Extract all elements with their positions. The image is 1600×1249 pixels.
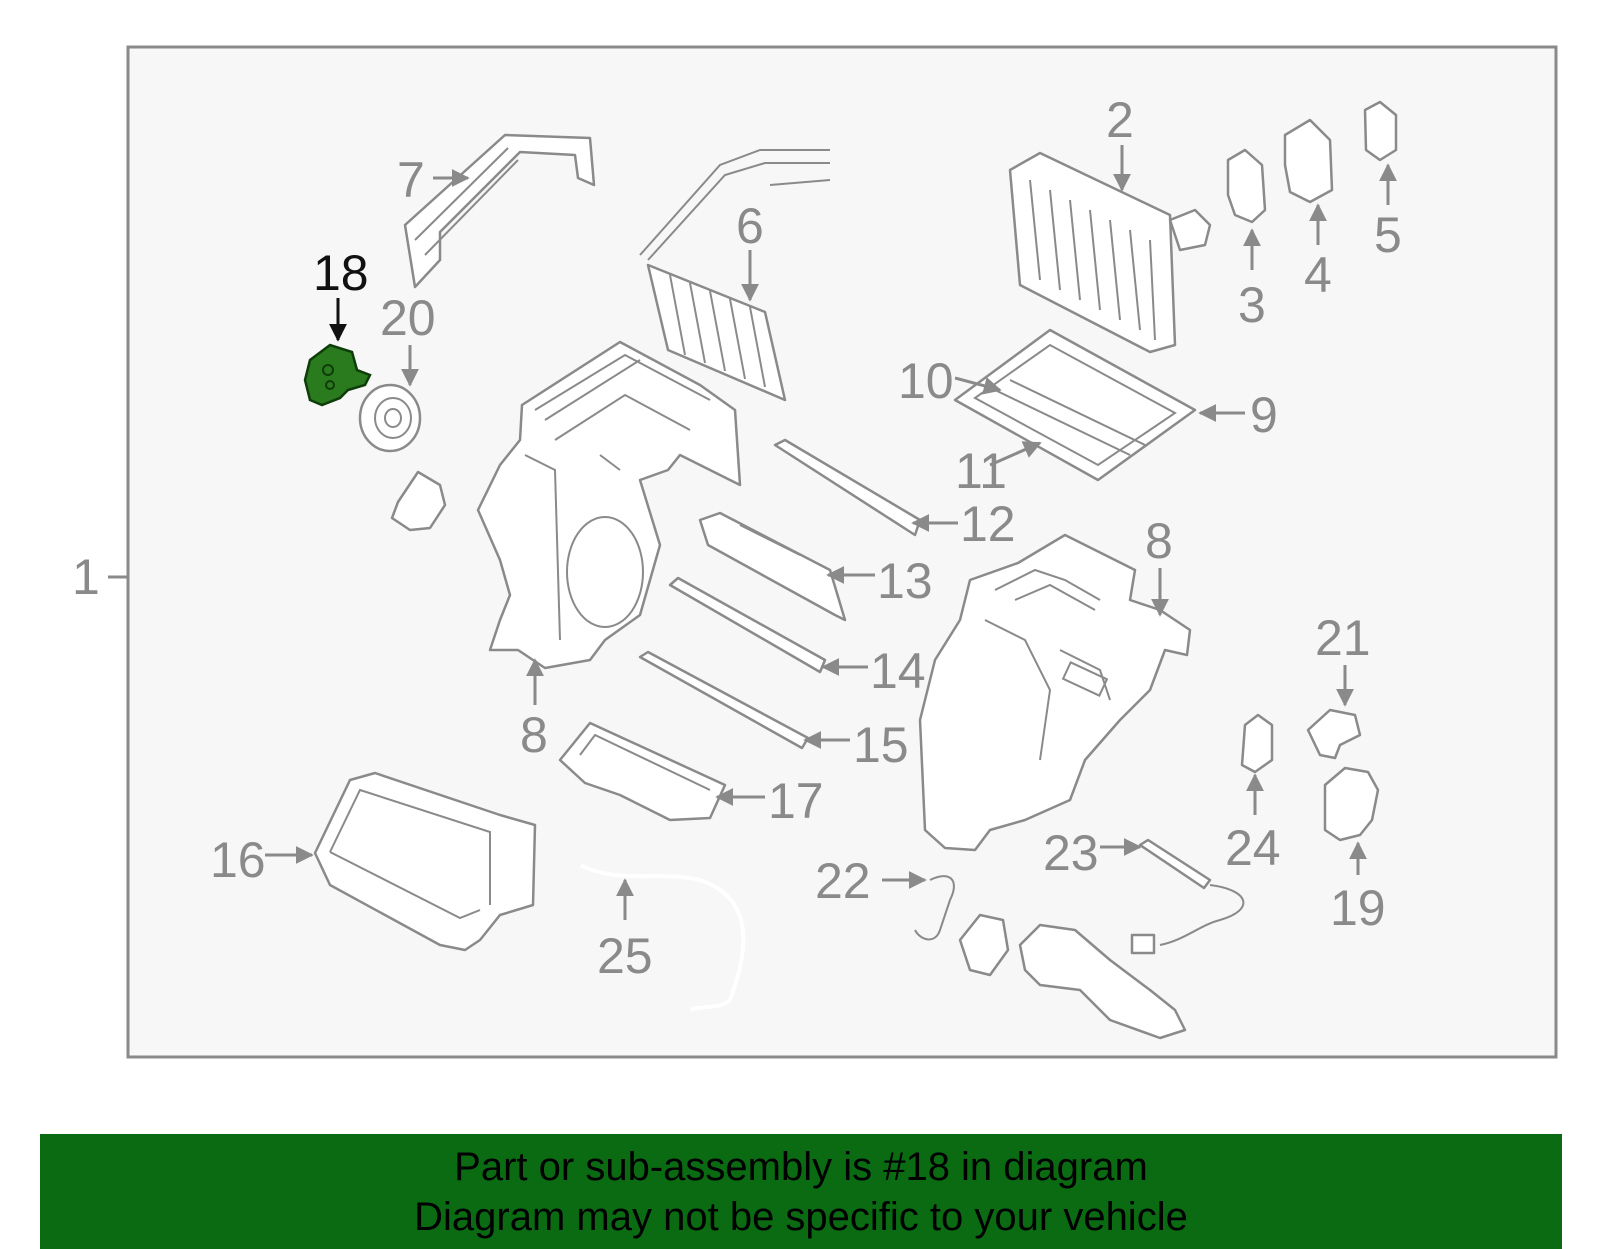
callout-24: 24 [1225,820,1281,876]
part-25-hose-inner [579,863,746,1012]
callout-16: 16 [210,832,266,888]
info-banner: Part or sub-assembly is #18 in diagram D… [40,1134,1562,1249]
callout-9: 9 [1250,387,1278,443]
callout-14: 14 [870,643,926,699]
duct-outlet[interactable] [1018,923,1187,1040]
callout-23: 23 [1043,825,1099,881]
callout-3: 3 [1238,277,1266,333]
part-16-case[interactable] [313,771,537,952]
callout-5: 5 [1374,207,1402,263]
knob-part[interactable] [390,470,447,532]
part-23-sensor[interactable] [1130,838,1245,955]
callout-8b: 8 [1145,513,1173,569]
callout-19: 19 [1330,880,1386,936]
callout-10: 10 [898,353,954,409]
callout-25: 25 [597,928,653,984]
part-20-disc[interactable] [358,383,422,453]
banner-line-disclaimer: Diagram may not be specific to your vehi… [414,1194,1188,1239]
callout-13: 13 [877,553,933,609]
part-7-duct[interactable] [403,133,596,289]
banner-line-part: Part or sub-assembly is #18 in diagram [454,1144,1148,1189]
part-3[interactable] [1226,148,1267,224]
callout-12: 12 [960,496,1016,552]
leader-11 [989,441,1042,467]
part-9-filter-frame[interactable] [953,328,1197,482]
callout-1: 1 [72,549,100,605]
part-18-highlighted[interactable] [303,343,372,407]
part-22-connector[interactable] [914,875,955,941]
part-24[interactable] [1240,713,1274,774]
callout-20: 20 [380,290,436,346]
callout-8a: 8 [520,707,548,763]
part-8-left-housing[interactable] [476,340,742,670]
part-19[interactable] [1323,766,1380,842]
part-17-tray[interactable] [558,721,727,822]
callout-17: 17 [768,773,824,829]
part-6-heater-core[interactable] [639,149,831,402]
callout-21: 21 [1315,610,1371,666]
part-5[interactable] [1363,100,1398,162]
duct-small[interactable] [958,913,1010,977]
callout-2: 2 [1106,92,1134,148]
part-2-evaporator[interactable] [1008,151,1212,354]
callout-4: 4 [1304,247,1332,303]
callout-22: 22 [815,853,871,909]
callout-15: 15 [853,717,909,773]
part-21[interactable] [1306,708,1362,760]
callout-7: 7 [397,152,425,208]
part-13-seal[interactable] [698,511,847,622]
callout-6: 6 [736,198,764,254]
part-8-right-housing[interactable] [918,533,1192,852]
callout-11: 11 [955,443,1007,499]
leader-10 [954,376,1002,395]
part-4[interactable] [1283,118,1334,204]
callout-18: 18 [313,245,369,301]
